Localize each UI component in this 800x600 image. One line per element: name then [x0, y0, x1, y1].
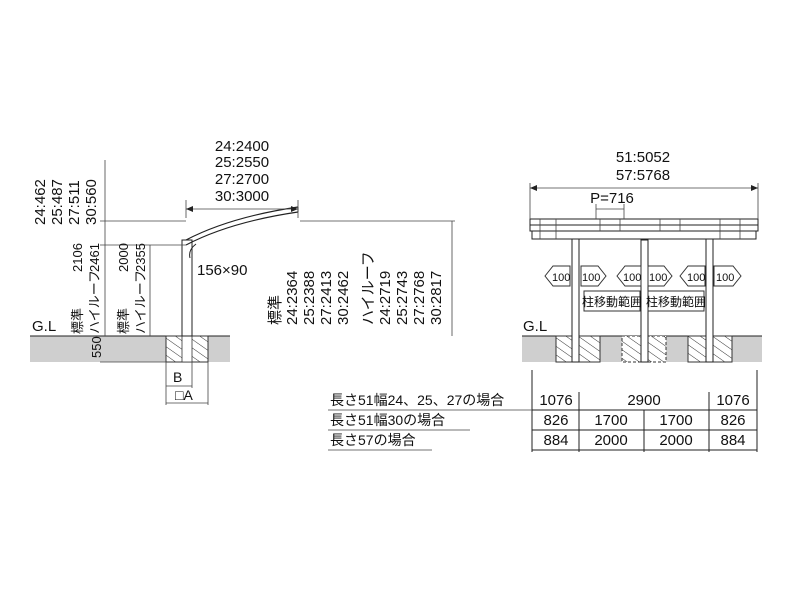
- svg-text:100: 100: [582, 272, 600, 284]
- bracket: [189, 243, 197, 259]
- right-highroof-2: 25:2743: [394, 271, 411, 325]
- row-3-label: 長さ57の場合: [330, 432, 416, 448]
- right-standard-3: 27:2413: [318, 271, 335, 325]
- front-view: G.L 51:5052 57:5768: [522, 149, 762, 363]
- right-highroof-label: ハイルーフ: [360, 251, 377, 325]
- standard-label-2: 標準: [116, 308, 131, 334]
- foundation-depth: 550: [89, 336, 104, 358]
- width-line-2: 57:5768: [616, 167, 670, 184]
- row-2-cell-2: 1700: [594, 412, 627, 429]
- roof-height-1: 24:462: [32, 179, 49, 225]
- depth-line-2: 25:2550: [215, 154, 269, 171]
- row-3-cell-2: 2000: [594, 432, 627, 449]
- right-highroof-4: 30:2817: [428, 271, 445, 325]
- range-box-1: [583, 290, 641, 312]
- height-2106: 2106: [70, 243, 85, 272]
- front-roof-mid: [529, 224, 759, 232]
- row-2-cell-1: 826: [543, 412, 568, 429]
- range-label-2: 柱移動範囲: [646, 294, 706, 309]
- depth-line-1: 24:2400: [215, 138, 269, 155]
- highroof-label: ハイルーフ: [87, 270, 102, 334]
- roof-height-2: 25:487: [49, 179, 66, 225]
- right-highroof-1: 24:2719: [377, 271, 394, 325]
- svg-text:100: 100: [623, 272, 641, 284]
- height-2461: 2461: [87, 243, 102, 272]
- row-3-cell-3: 2000: [659, 432, 692, 449]
- standard-label: 標準: [70, 308, 85, 334]
- depth-line-3: 27:2700: [215, 171, 269, 188]
- front-roof-beam: [531, 230, 757, 240]
- pitch-label: P=716: [590, 190, 634, 207]
- label-b: B: [173, 369, 182, 385]
- height-2355: 2355: [133, 243, 148, 272]
- front-post-1: [571, 227, 580, 363]
- highroof-label-2: ハイルーフ: [133, 270, 148, 334]
- post-section: 156×90: [197, 262, 247, 279]
- label-a: □A: [175, 387, 193, 403]
- roof-height-4: 30:560: [83, 179, 100, 225]
- range-label-1: 柱移動範囲: [582, 294, 642, 309]
- svg-text:100: 100: [552, 272, 570, 284]
- post-range-arrows: 100 100 100 100 100 100: [544, 265, 742, 287]
- row-1-cell-2: 2900: [627, 392, 660, 409]
- gl-label-side: G.L: [32, 318, 56, 335]
- front-roof-top: [529, 218, 759, 226]
- svg-text:100: 100: [649, 272, 667, 284]
- svg-text:100: 100: [687, 272, 705, 284]
- right-standard-2: 25:2388: [301, 271, 318, 325]
- svg-text:100: 100: [716, 272, 734, 284]
- row-3-cell-4: 884: [720, 432, 745, 449]
- range-box-2: [647, 290, 705, 312]
- right-highroof-3: 27:2768: [411, 271, 428, 325]
- row-3-cell-1: 884: [543, 432, 568, 449]
- front-post-3: [705, 227, 714, 363]
- row-1-cell-3: 1076: [716, 392, 749, 409]
- right-standard-4: 30:2462: [335, 271, 352, 325]
- side-view: 24:2400 25:2550 27:2700 30:3000 24:462 2…: [30, 138, 455, 405]
- row-2-label: 長さ51幅30の場合: [330, 412, 445, 428]
- roof-height-3: 27:511: [66, 180, 83, 225]
- row-2-cell-4: 826: [720, 412, 745, 429]
- row-1-cell-1: 1076: [539, 392, 572, 409]
- post-in-foundation: [181, 335, 193, 363]
- row-1-label: 長さ51幅24、25、27の場合: [330, 392, 504, 408]
- roof-curve: [185, 211, 299, 246]
- right-standard-label: 標準: [267, 295, 284, 325]
- right-standard-1: 24:2364: [284, 271, 301, 325]
- dimension-table: 長さ51幅24、25、27の場合 長さ51幅30の場合 長さ57の場合 1076…: [328, 370, 758, 452]
- row-2-cell-3: 1700: [659, 412, 692, 429]
- height-2000: 2000: [116, 243, 131, 272]
- width-line-1: 51:5052: [616, 149, 670, 166]
- depth-line-4: 30:3000: [215, 188, 269, 205]
- side-post: [181, 239, 193, 337]
- gl-label-front: G.L: [523, 318, 547, 335]
